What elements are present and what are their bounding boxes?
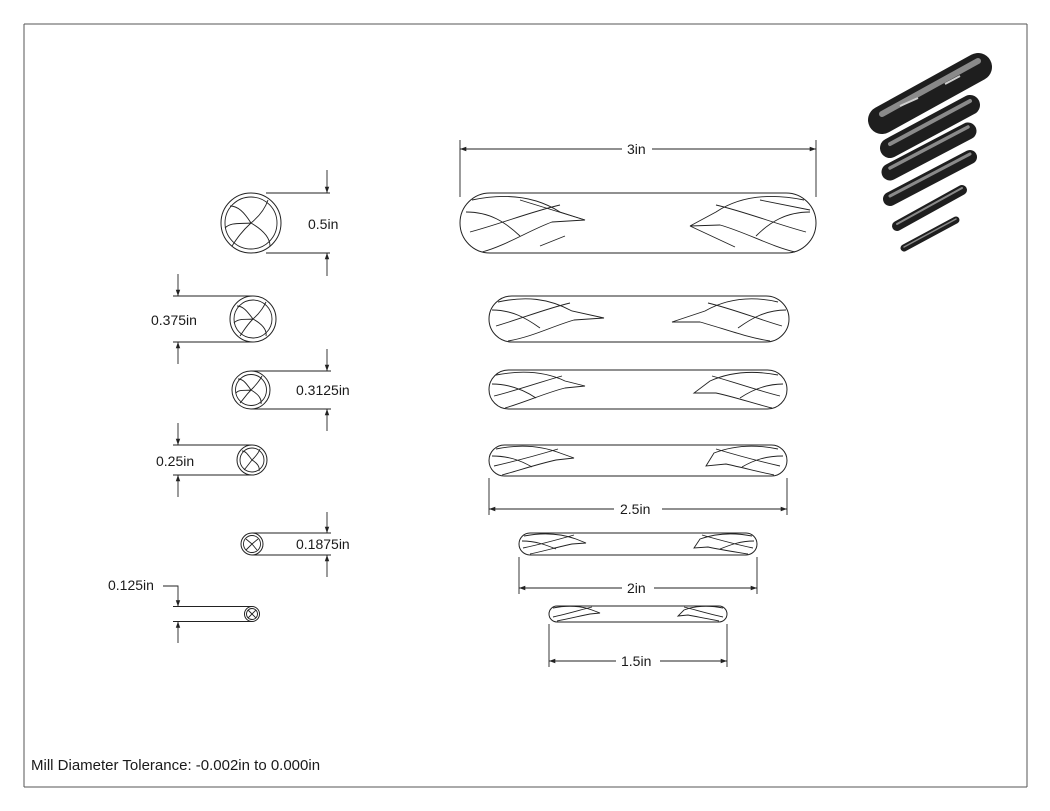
side-view-1-5in: 1.5in — [548, 605, 728, 669]
end-view-label-0-125in: 0.125in — [108, 577, 154, 593]
render-mill-0-5in — [868, 53, 992, 134]
side-view-2in: 2in — [518, 532, 758, 596]
end-view-0-125in: 0.125in — [108, 577, 260, 643]
side-view-2-5in: 2.5in — [488, 444, 788, 517]
render-mill-0-3125in — [881, 122, 977, 181]
render-mill-0-125in — [900, 216, 960, 252]
end-view-label-0-1875in: 0.1875in — [296, 536, 350, 552]
drawing-frame — [23, 23, 1028, 788]
end-view-label-0-5in: 0.5in — [308, 216, 338, 232]
end-view-0-375in: 0.375in — [151, 274, 277, 364]
side-view-label-1-5in: 1.5in — [621, 653, 651, 669]
tolerance-note: Mill Diameter Tolerance: -0.002in to 0.0… — [31, 757, 321, 774]
end-view-0-1875in: 0.1875in — [240, 512, 350, 577]
end-view-0-25in: 0.25in — [156, 423, 268, 497]
end-view-label-0-25in: 0.25in — [156, 453, 194, 469]
side-view-label-2in: 2in — [627, 580, 646, 596]
side-view-3in: 3in — [459, 140, 817, 254]
end-view-label-0-3125in: 0.3125in — [296, 382, 350, 398]
end-view-0-3125in: 0.3125in — [231, 349, 350, 431]
side-view-label-3in: 3in — [627, 141, 646, 157]
end-view-label-0-375in: 0.375in — [151, 312, 197, 328]
isometric-render — [868, 53, 992, 252]
side-view-label-2-5in: 2.5in — [620, 501, 650, 517]
render-mill-0-25in — [883, 150, 977, 206]
end-view-0-5in: 0.5in — [220, 170, 338, 276]
side-view-0-3125in — [488, 369, 788, 410]
render-mill-0-375in — [880, 95, 980, 158]
render-mill-0-1875in — [892, 185, 967, 231]
side-view-0-375in — [488, 295, 790, 343]
